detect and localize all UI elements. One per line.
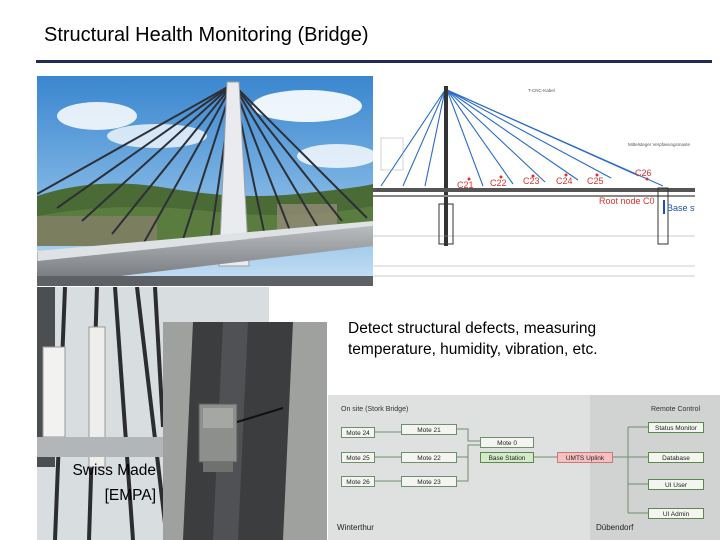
drawing-node-c22: C22 xyxy=(490,178,507,188)
drawing-node-c26: C26 xyxy=(635,168,652,178)
ui-user-node: UI User xyxy=(648,479,704,490)
database-node: Database xyxy=(648,452,704,463)
slide-title: Structural Health Monitoring (Bridge) xyxy=(44,24,369,46)
base-station-node: Base Station xyxy=(480,452,534,463)
drawing-node-c23: C23 xyxy=(523,176,540,186)
drawing-node-c24: C24 xyxy=(556,176,573,186)
mote-24: Mote 24 xyxy=(341,427,375,438)
bridge-photo xyxy=(37,76,373,286)
footer-duebendorf: Dübendorf xyxy=(596,523,634,532)
status-monitor-node: Status Monitor xyxy=(648,422,704,433)
drawing-base-station: Base station xyxy=(667,203,695,213)
drawing-node-c25: C25 xyxy=(587,176,604,186)
mote-22: Mote 22 xyxy=(401,452,457,463)
remote-control-label: Remote Control xyxy=(651,406,701,413)
bridge-drawing: C21 C22 C23 C24 C25 C26 Root node C0 Bas… xyxy=(373,76,695,286)
drawing-label-top: T-CNC-Kabel xyxy=(528,88,555,93)
caption-line-2: [EMPA] xyxy=(104,487,156,504)
caption-line-1: Swiss Made xyxy=(72,462,156,479)
sensor-photo xyxy=(163,322,327,540)
network-diagram: On site (Stork Bridge) Remote Control Mo… xyxy=(328,395,720,540)
network-connectors xyxy=(374,426,648,514)
mote-21: Mote 21 xyxy=(401,424,457,435)
slide-description: Detect structural defects, measuring tem… xyxy=(348,320,598,358)
mote-25: Mote 25 xyxy=(341,452,375,463)
ui-admin-node: UI Admin xyxy=(648,508,704,519)
umts-uplink-node: UMTS Uplink xyxy=(557,452,613,463)
drawing-node-c21: C21 xyxy=(457,180,474,190)
mote-26: Mote 26 xyxy=(341,476,375,487)
mote-0: Mote 0 xyxy=(480,437,534,448)
footer-winterthur: Winterthur xyxy=(337,523,374,532)
drawing-root-node: Root node C0 xyxy=(599,196,655,206)
onsite-label: On site (Stork Bridge) xyxy=(341,406,409,413)
photo-caption: Swiss Made [EMPA] xyxy=(52,458,156,508)
title-divider xyxy=(36,60,712,63)
mote-23: Mote 23 xyxy=(401,476,457,487)
drawing-label-right: Mittelsteger Verpfaeungsmaste xyxy=(628,142,691,147)
